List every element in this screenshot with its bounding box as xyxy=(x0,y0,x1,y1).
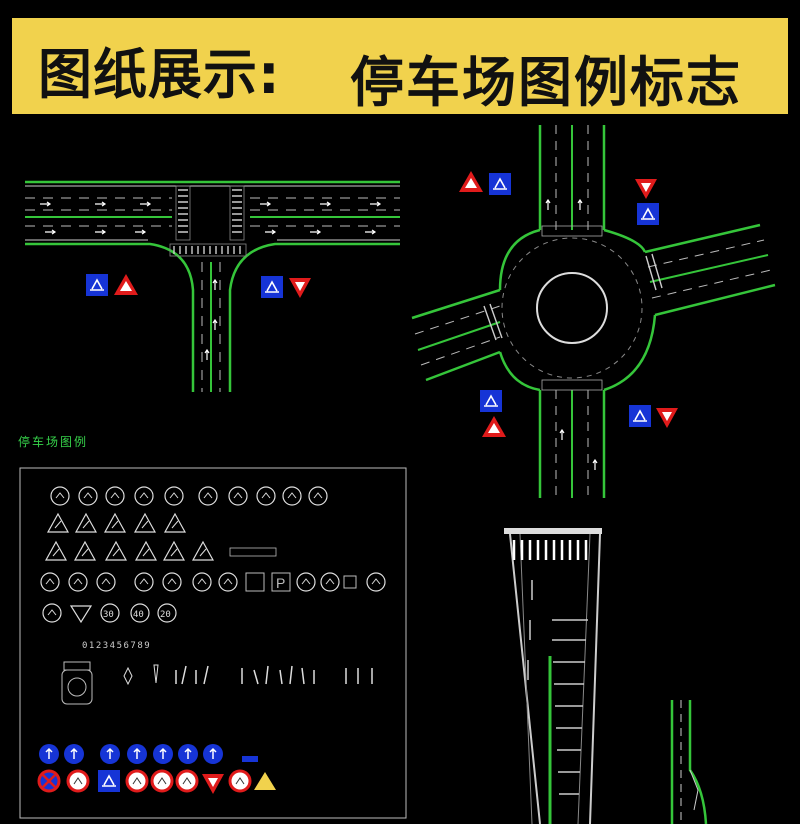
blue-guide-sign-icon xyxy=(636,202,660,226)
banner-right-title: 停车场图例标志 xyxy=(350,51,742,114)
speed-sign-40: 40 xyxy=(133,610,144,620)
red-warning-triangle-icon xyxy=(635,179,657,199)
blue-guide-sign-icon xyxy=(488,172,512,196)
blue-guide-sign-icon xyxy=(479,389,503,413)
legend-box: P 30 40 20 0123456789 xyxy=(19,467,407,819)
roundabout-icon xyxy=(366,572,386,592)
title-banner: 图纸展示: 停车场图例标志 xyxy=(12,18,788,114)
legend-title: 停车场图例 xyxy=(18,435,89,449)
blue-guide-sign-icon xyxy=(85,273,109,297)
speed-sign-30: 30 xyxy=(103,610,114,620)
speed-sign-20: 20 xyxy=(160,610,171,620)
banner-left-title: 图纸展示: xyxy=(38,43,281,106)
red-warning-triangle-icon xyxy=(459,171,483,192)
blue-guide-sign-icon xyxy=(628,404,652,428)
parking-sign-icon: P xyxy=(276,575,285,591)
perspective-road-view xyxy=(504,528,708,824)
red-warning-triangle-icon xyxy=(114,274,138,295)
blue-guide-sign-icon xyxy=(260,275,284,299)
roundabout-plan xyxy=(411,125,776,498)
digits-row: 0123456789 xyxy=(82,641,151,651)
red-warning-triangle-icon xyxy=(656,408,678,428)
red-warning-triangle-icon xyxy=(289,278,311,298)
red-warning-triangle-icon xyxy=(482,416,506,437)
t-intersection-plan xyxy=(25,180,400,392)
